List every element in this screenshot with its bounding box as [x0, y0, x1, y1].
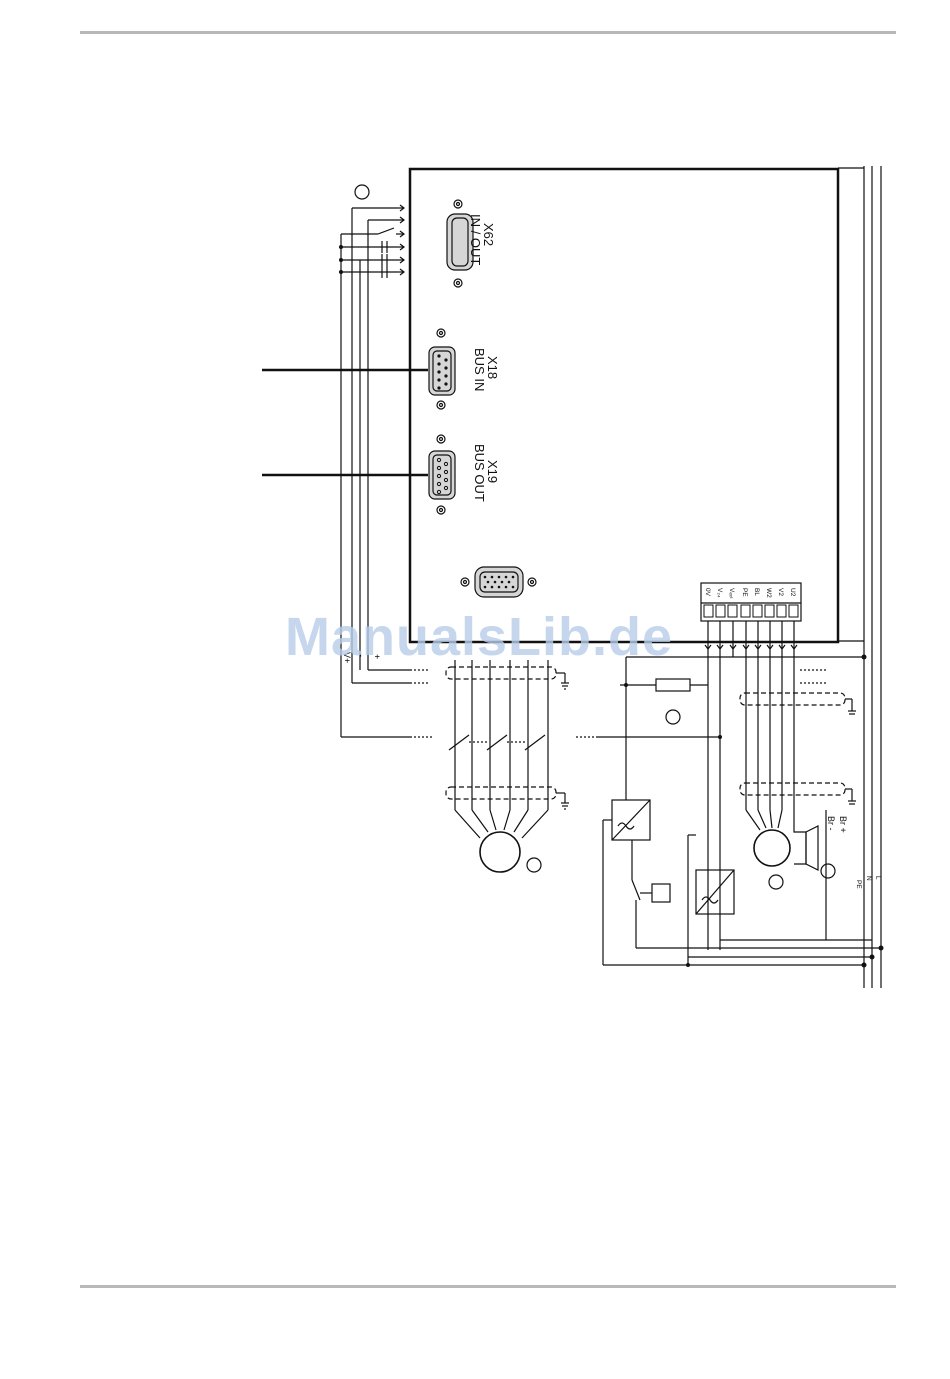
terminal-pin-label: Vₑₓₜ — [728, 588, 735, 599]
terminal-pin-label: V2 — [777, 588, 784, 596]
terminal-pin-label: BL — [753, 588, 760, 596]
motor-1-circuit — [446, 660, 596, 872]
terminal-pin-label: V₂₄ — [716, 588, 723, 598]
mains-n-label: N — [865, 876, 872, 881]
x18-function-label: BUS IN — [472, 348, 487, 391]
terminal-pin-label: U2 — [789, 588, 796, 597]
brake-minus-label: Br - — [826, 816, 836, 831]
mains-bus — [838, 166, 881, 988]
terminal-pin-label: W2 — [765, 588, 772, 598]
terminal-pin-label: PE — [741, 588, 748, 597]
mains-pe-label: PE — [855, 880, 862, 889]
watermark: ManualsLib.de — [285, 606, 665, 668]
x18-connector — [429, 329, 455, 409]
x19-connector — [429, 435, 455, 514]
terminal-pin-label: 0V — [704, 588, 711, 597]
brake-plus-label: Br + — [838, 816, 848, 833]
x19-function-label: BUS OUT — [472, 444, 487, 502]
mains-l-label: L — [874, 876, 881, 880]
terminal-pin-labels: 0V V₂₄ Vₑₓₜ PE BL W2 V2 U2 — [704, 588, 796, 599]
feedback-connector — [461, 567, 536, 597]
x62-function-label: IN / OUT — [468, 214, 483, 265]
